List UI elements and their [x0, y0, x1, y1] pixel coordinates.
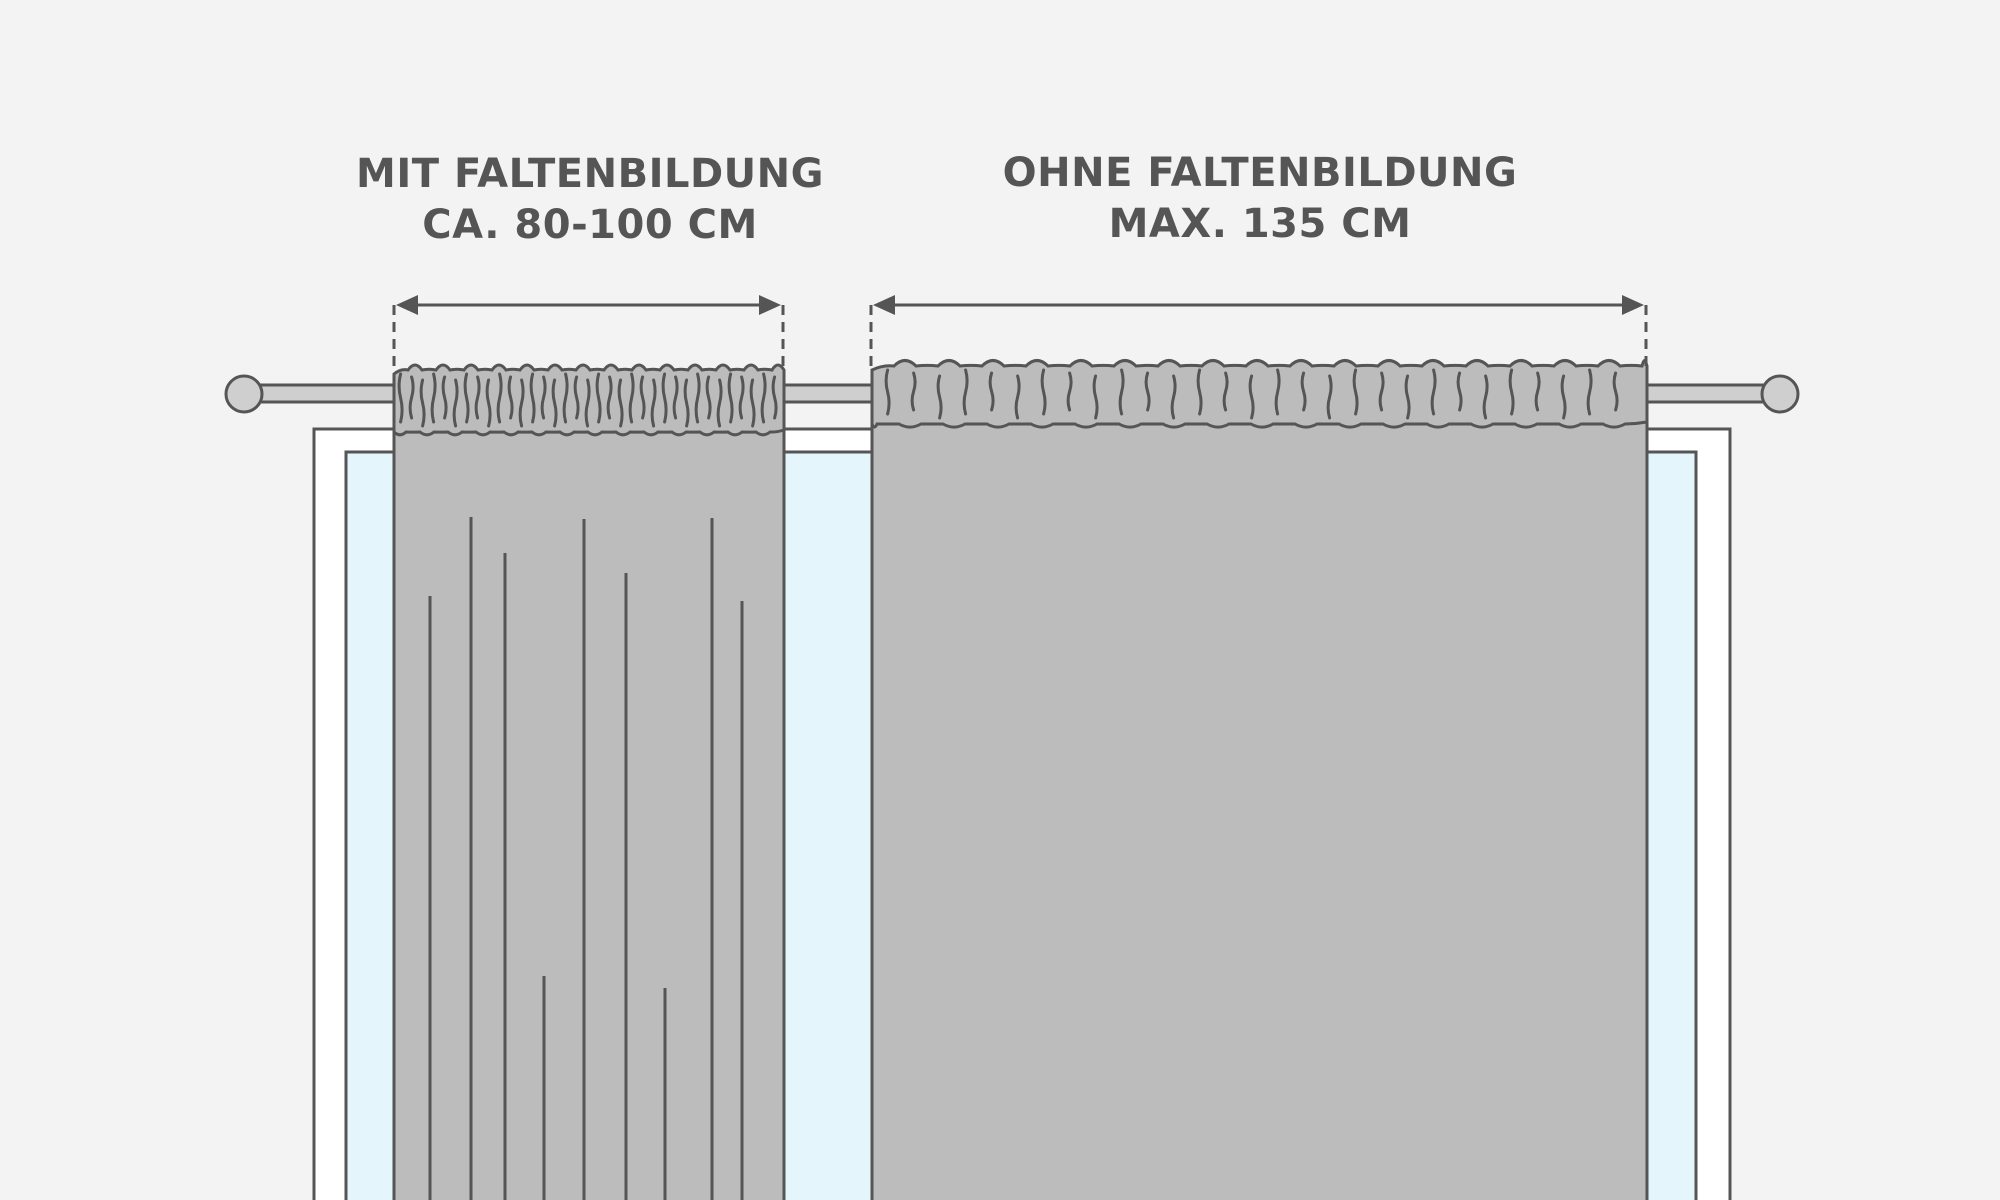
header-wrinkle — [485, 378, 492, 428]
header-wrinkle — [1508, 368, 1515, 416]
curtain-right-header — [870, 359, 1649, 429]
header-wrinkle — [1196, 368, 1203, 416]
header-wrinkle — [672, 375, 679, 420]
header-wrinkle — [1040, 368, 1047, 416]
header-wrinkle — [1612, 371, 1619, 412]
header-wrinkle — [936, 374, 943, 420]
header-wrinkle — [606, 375, 613, 420]
header-wrinkle — [1378, 371, 1385, 412]
header-wrinkle — [1326, 374, 1333, 420]
header-wrinkle — [430, 372, 437, 424]
label-without-pleats: OHNE FALTENBILDUNG MAX. 135 CM — [960, 148, 1560, 250]
header-wrinkle — [884, 368, 891, 416]
header-wrinkle — [529, 372, 536, 424]
header-wrinkle — [474, 375, 481, 420]
header-wrinkle — [1066, 371, 1073, 412]
header-wrinkle — [496, 372, 503, 424]
header-wrinkle — [962, 368, 969, 416]
header-wrinkle — [584, 378, 591, 428]
header-wrinkle — [441, 375, 448, 420]
header-wrinkle — [1248, 374, 1255, 420]
header-wrinkle — [452, 378, 459, 428]
header-wrinkle — [1170, 374, 1177, 420]
header-wrinkle — [771, 375, 778, 420]
dimension-left-arrow-end — [759, 295, 781, 315]
header-wrinkle — [1482, 374, 1489, 420]
dimension-right-arrow-end — [1622, 295, 1644, 315]
header-wrinkle — [1014, 374, 1021, 420]
header-wrinkle — [595, 372, 602, 424]
header-wrinkle — [716, 378, 723, 428]
header-wrinkle — [397, 372, 404, 424]
header-wrinkle — [910, 371, 917, 412]
label-without-pleats-line1: OHNE FALTENBILDUNG — [1002, 150, 1518, 196]
header-wrinkle — [727, 372, 734, 424]
rod-finial-right — [1760, 374, 1800, 414]
header-wrinkle — [1430, 368, 1437, 416]
header-wrinkle — [738, 375, 745, 420]
header-wrinkle — [661, 372, 668, 424]
header-wrinkle — [518, 378, 525, 428]
header-wrinkle — [617, 378, 624, 428]
header-wrinkle — [1534, 371, 1541, 412]
dimension-left-arrow-start — [396, 295, 418, 315]
header-wrinkle — [760, 372, 767, 424]
label-with-pleats-line1: MIT FALTENBILDUNG — [356, 151, 824, 197]
header-wrinkle — [694, 372, 701, 424]
header-wrinkle — [1092, 374, 1099, 420]
header-wrinkle — [705, 375, 712, 420]
header-wrinkle — [639, 375, 646, 420]
header-wrinkle — [1586, 368, 1593, 416]
header-wrinkle — [507, 375, 514, 420]
label-with-pleats-line2: CA. 80-100 CM — [422, 202, 758, 248]
curtain-right-header-wrinkles — [884, 368, 1619, 420]
curtain-left-panel — [392, 426, 786, 1200]
header-wrinkle — [628, 372, 635, 424]
curtain-left-header-wrinkles — [397, 372, 778, 428]
rod-finial-left — [224, 374, 264, 414]
header-wrinkle — [1144, 371, 1151, 412]
curtain-right-panel — [870, 418, 1649, 1200]
header-wrinkle — [562, 372, 569, 424]
header-wrinkle — [1118, 368, 1125, 416]
header-wrinkle — [988, 371, 995, 412]
header-wrinkle — [573, 375, 580, 420]
header-wrinkle — [540, 375, 547, 420]
header-wrinkle — [1456, 371, 1463, 412]
header-wrinkle — [683, 378, 690, 428]
dimension-right-arrow-start — [873, 295, 895, 315]
header-wrinkle — [1352, 368, 1359, 416]
header-wrinkle — [1560, 374, 1567, 420]
dimension-left — [392, 295, 785, 370]
header-wrinkle — [749, 378, 756, 428]
header-wrinkle — [1300, 371, 1307, 412]
header-wrinkle — [1274, 368, 1281, 416]
header-wrinkle — [1222, 371, 1229, 412]
header-wrinkle — [650, 378, 657, 428]
header-wrinkle — [551, 378, 558, 428]
dimension-right — [869, 295, 1648, 370]
label-without-pleats-line2: MAX. 135 CM — [1108, 201, 1412, 247]
header-wrinkle — [408, 375, 415, 420]
header-wrinkle — [419, 378, 426, 428]
header-wrinkle — [1404, 374, 1411, 420]
header-wrinkle — [463, 372, 470, 424]
curtain-left-folds — [428, 517, 744, 1200]
label-with-pleats: MIT FALTENBILDUNG CA. 80-100 CM — [290, 149, 890, 251]
